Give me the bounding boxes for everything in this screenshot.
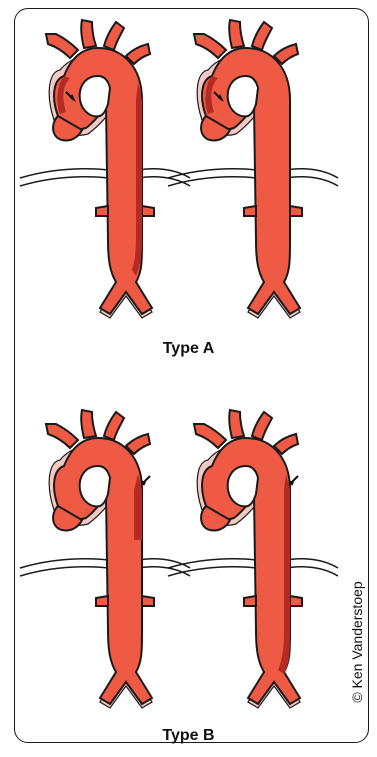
- caption-type-a: Type A: [0, 340, 377, 358]
- illustrator-credit: © Ken Vanderstoep: [349, 581, 365, 702]
- type-a-left-aorta: [20, 20, 190, 318]
- type-b-right-aorta: [168, 410, 338, 708]
- type-a-right-aorta: [168, 20, 338, 318]
- type-b-left-aorta: [20, 410, 190, 708]
- caption-type-b: Type B: [0, 727, 377, 745]
